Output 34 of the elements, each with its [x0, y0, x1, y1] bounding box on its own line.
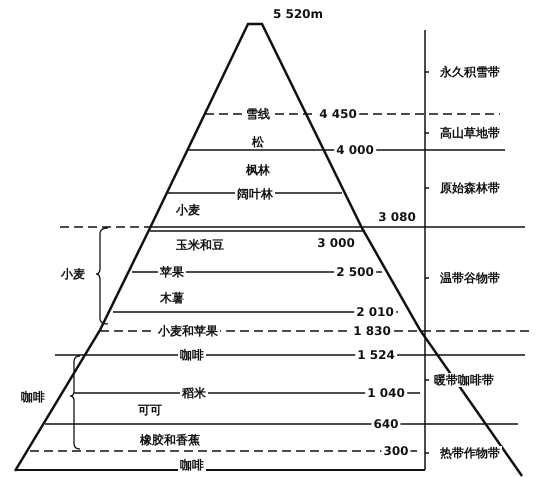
zone-boundary-label: 雪线 [244, 107, 272, 121]
zone-label: 暖带咖啡带 [432, 373, 496, 387]
vegetation-label: 阔叶林 [235, 187, 275, 201]
crop-label: 小麦和苹果 [156, 324, 220, 338]
elevation-label: 2 010 [354, 305, 396, 319]
crop-label: 咖啡 [178, 348, 206, 362]
crop-label: 玉米和豆 [174, 238, 226, 252]
crop-label: 苹果 [158, 265, 186, 279]
vegetation-label: 枫林 [244, 163, 272, 177]
crop-label: 稻米 [180, 386, 208, 400]
summit-elevation: 5 520m [270, 7, 326, 21]
elevation-label: 640 [371, 417, 401, 431]
crop-label: 小麦 [174, 203, 202, 217]
elevation-label: 1 830 [351, 324, 393, 338]
vegetation-label: 松 [250, 135, 266, 149]
crop-label: 咖啡 [178, 458, 206, 472]
crop-label: 可可 [136, 403, 164, 417]
elevation-label: 4 000 [334, 143, 376, 157]
crop-label: 橡胶和香蕉 [138, 433, 202, 447]
zone-label: 高山草地带 [438, 126, 502, 140]
elevation-label: 4 450 [317, 107, 359, 121]
zone-label: 原始森林带 [438, 181, 502, 195]
elevation-label: 3 000 [315, 236, 357, 250]
elevation-label: 1 524 [355, 348, 397, 362]
elevation-label: 2 500 [334, 265, 376, 279]
elevation-label: 300 [381, 444, 411, 458]
crop-range-label: 小麦 [59, 267, 87, 281]
zone-label: 永久积雪带 [438, 65, 502, 79]
zone-label: 热带作物带 [438, 446, 502, 460]
crop-label: 木薯 [158, 291, 186, 305]
zone-label: 温带谷物带 [438, 271, 502, 285]
crop-range-label: 咖啡 [19, 390, 47, 404]
elevation-label: 1 040 [365, 386, 407, 400]
elevation-label: 3 080 [376, 210, 418, 224]
